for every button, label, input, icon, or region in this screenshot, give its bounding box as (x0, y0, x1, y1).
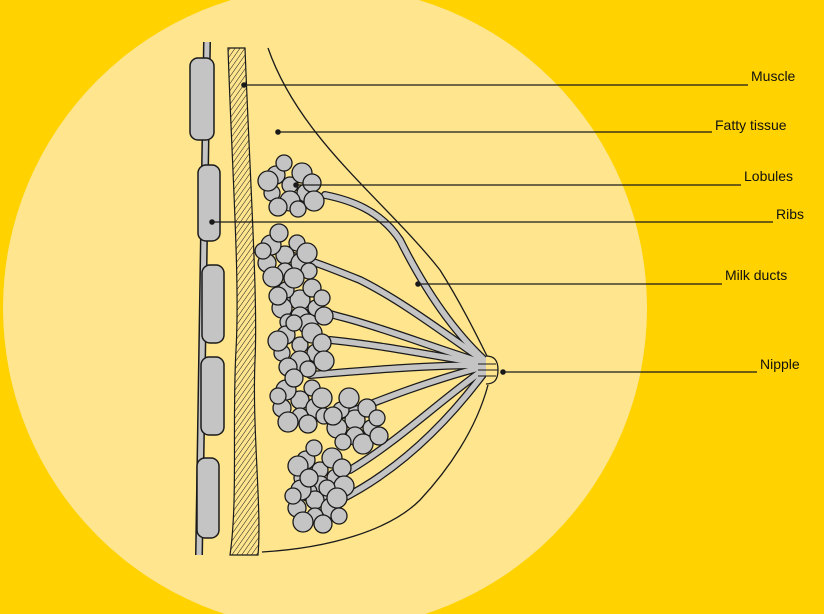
lobule-circle (255, 243, 271, 259)
lobule-circle (369, 410, 385, 426)
lobule-circle (276, 155, 292, 171)
lobule-circle (333, 459, 351, 477)
lobule-circle (297, 243, 317, 263)
lobule-circle (268, 331, 288, 351)
lobule-circle (284, 268, 304, 288)
lobule-circle (315, 307, 333, 325)
label-ribs: Ribs (776, 206, 804, 222)
lobule-circle (300, 469, 318, 487)
lobule-circle (314, 290, 330, 306)
lobule-circle (314, 351, 334, 371)
lobule-circle (269, 198, 287, 216)
lobule-circle (324, 407, 342, 425)
lobule-circle (278, 412, 298, 432)
lobule-circle (331, 508, 347, 524)
lobule-circle (312, 388, 332, 408)
label-fatty-tissue: Fatty tissue (715, 117, 787, 133)
lobule-circle (339, 388, 359, 408)
label-lobules: Lobules (744, 168, 793, 184)
lobule-circle (258, 171, 278, 191)
lobule-circle (285, 369, 303, 387)
lobule-circle (286, 315, 302, 331)
lobule-circle (270, 388, 286, 404)
lobule-circle (327, 488, 347, 508)
lobule-circle (304, 191, 324, 211)
lobule-circle (313, 334, 331, 352)
lobule-circle (314, 515, 332, 533)
lobule-circle (285, 488, 301, 504)
lobule-circle (293, 512, 313, 532)
label-muscle: Muscle (751, 68, 795, 84)
lobule-circle (335, 434, 351, 450)
lobule-circle (299, 415, 317, 433)
lobule-circle (269, 287, 287, 305)
label-milk-ducts: Milk ducts (725, 267, 787, 283)
lobule-circle (370, 427, 388, 445)
lobule-circle (303, 174, 321, 192)
lobule-circle (306, 440, 322, 456)
label-nipple: Nipple (760, 356, 800, 372)
lobule-circle (290, 201, 306, 217)
lobule-circle (270, 224, 288, 242)
